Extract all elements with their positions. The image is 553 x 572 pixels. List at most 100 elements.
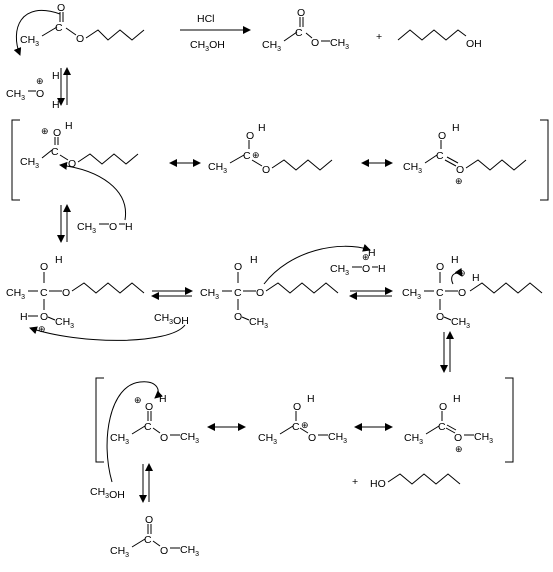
svg-text:H: H [258, 122, 266, 134]
svg-text:O: O [36, 88, 44, 100]
protonated-methanol-1: CH3 O ⊕ H H [6, 70, 60, 111]
svg-text:H: H [20, 311, 28, 323]
svg-text:H: H [55, 254, 63, 266]
svg-text:O: O [145, 514, 153, 526]
svg-text:H: H [159, 393, 167, 405]
svg-text:C: C [40, 287, 48, 299]
svg-text:CH3: CH3 [110, 432, 129, 446]
svg-text:CH3: CH3 [474, 431, 493, 445]
svg-text:⊕: ⊕ [301, 420, 309, 430]
ester-oxonium-a: CH3 C O ⊕ H O CH3 [110, 393, 199, 446]
oh-label: OH [466, 38, 482, 50]
svg-text:O: O [436, 261, 444, 273]
svg-text:H: H [52, 99, 60, 111]
carbonyl-o-label: O [57, 2, 65, 14]
svg-text:O: O [53, 127, 61, 139]
svg-text:CH3: CH3 [6, 88, 25, 102]
svg-text:CH3: CH3 [328, 431, 347, 445]
equilibrium-arrow-1 [57, 67, 71, 106]
svg-text:O: O [40, 261, 48, 273]
hcl-label: HCl [197, 13, 215, 25]
svg-text:CH3: CH3 [6, 287, 25, 301]
svg-text:O: O [40, 311, 48, 323]
svg-text:C: C [144, 421, 152, 433]
ch3-label: CH3 [20, 34, 39, 48]
svg-text:H: H [453, 393, 461, 405]
svg-text:O: O [234, 311, 242, 323]
svg-text:CH3: CH3 [110, 545, 129, 559]
svg-text:O: O [262, 164, 270, 176]
svg-text:O: O [246, 130, 254, 142]
svg-text:CH3: CH3 [451, 316, 470, 330]
svg-text:O: O [234, 261, 242, 273]
equilibrium-arrow-6 [139, 463, 153, 503]
reaction-arrow-main: HCl CH3OH [180, 13, 251, 53]
svg-text:CH3: CH3 [330, 263, 349, 277]
methanol-base-2: CH3OH [90, 486, 125, 501]
svg-text:O: O [458, 287, 466, 299]
svg-text:CH3: CH3 [200, 287, 219, 301]
svg-text:C: C [438, 421, 446, 433]
pentanol-product: OH [397, 29, 482, 50]
svg-text:O: O [109, 221, 117, 233]
svg-text:H: H [125, 221, 133, 233]
ester-oxonium-c: CH3 C O H O ⊕ CH3 [404, 393, 493, 454]
oxonium-resonance-b: CH3 C ⊕ O H O [208, 122, 333, 176]
svg-text:H: H [452, 122, 460, 134]
svg-text:CH3: CH3 [258, 432, 277, 446]
svg-text:O: O [145, 401, 153, 413]
protonated-methanol-2: CH3 O ⊕ H H [330, 247, 386, 277]
methyl-acetate-final: CH3 C O O CH3 [110, 514, 199, 559]
svg-text:O: O [454, 432, 462, 444]
svg-text:O: O [62, 287, 70, 299]
ester-oxonium-b: CH3 C ⊕ O H O CH3 [258, 393, 347, 446]
svg-text:⊕: ⊕ [455, 444, 463, 454]
oxonium-resonance-a: CH3 C O ⊕ H O [20, 120, 139, 170]
svg-text:CH3: CH3 [330, 37, 349, 51]
svg-text:O: O [436, 311, 444, 323]
curved-arrow-attack [59, 161, 127, 221]
svg-text:C: C [436, 150, 444, 162]
methanol-reagent-label: CH3OH [190, 39, 225, 53]
curved-arrow-cleavage [451, 267, 463, 285]
svg-text:O: O [160, 432, 168, 444]
tetrahedral-intermediate-b: O H CH3 C O O CH3 [200, 254, 339, 330]
svg-text:H: H [250, 254, 258, 266]
methanol-base-1: CH3OH [154, 312, 189, 327]
svg-text:C: C [436, 287, 444, 299]
carbon-label: C [55, 22, 63, 34]
svg-text:O: O [438, 130, 446, 142]
ester-reactant: CH3 C O O [20, 2, 145, 48]
svg-text:⊕: ⊕ [134, 395, 142, 405]
svg-text:CH3: CH3 [402, 287, 421, 301]
svg-text:CH3: CH3 [249, 316, 268, 330]
svg-text:H: H [472, 272, 480, 284]
svg-text:C: C [243, 150, 251, 162]
curved-arrow-protonation-2 [263, 243, 371, 285]
svg-text:⊕: ⊕ [41, 126, 49, 136]
oxonium-resonance-c: CH3 C O H O ⊕ [403, 122, 527, 186]
svg-text:O: O [456, 164, 464, 176]
svg-text:CH3OH: CH3OH [154, 312, 189, 327]
svg-text:H: H [52, 70, 60, 82]
plus-sign-1: + [376, 31, 382, 43]
svg-text:⊕: ⊕ [38, 324, 46, 334]
methanol-nucleophile-1: CH3 O H [77, 221, 133, 235]
pentanol-released: HO [370, 473, 461, 490]
svg-text:CH3: CH3 [77, 221, 96, 235]
equilibrium-arrow-4 [349, 287, 393, 300]
curved-arrow-deprotonation-2 [106, 381, 163, 483]
svg-text:CH3: CH3 [55, 316, 74, 330]
svg-text:O: O [297, 7, 305, 19]
equilibrium-arrow-2 [57, 204, 71, 243]
svg-text:O: O [256, 287, 264, 299]
svg-text:C: C [295, 27, 303, 39]
svg-text:CH3: CH3 [180, 431, 199, 445]
svg-text:O: O [439, 401, 447, 413]
svg-text:O: O [293, 401, 301, 413]
svg-text:⊕: ⊕ [252, 150, 260, 160]
svg-text:O: O [160, 545, 168, 557]
svg-text:⊕: ⊕ [36, 76, 44, 86]
